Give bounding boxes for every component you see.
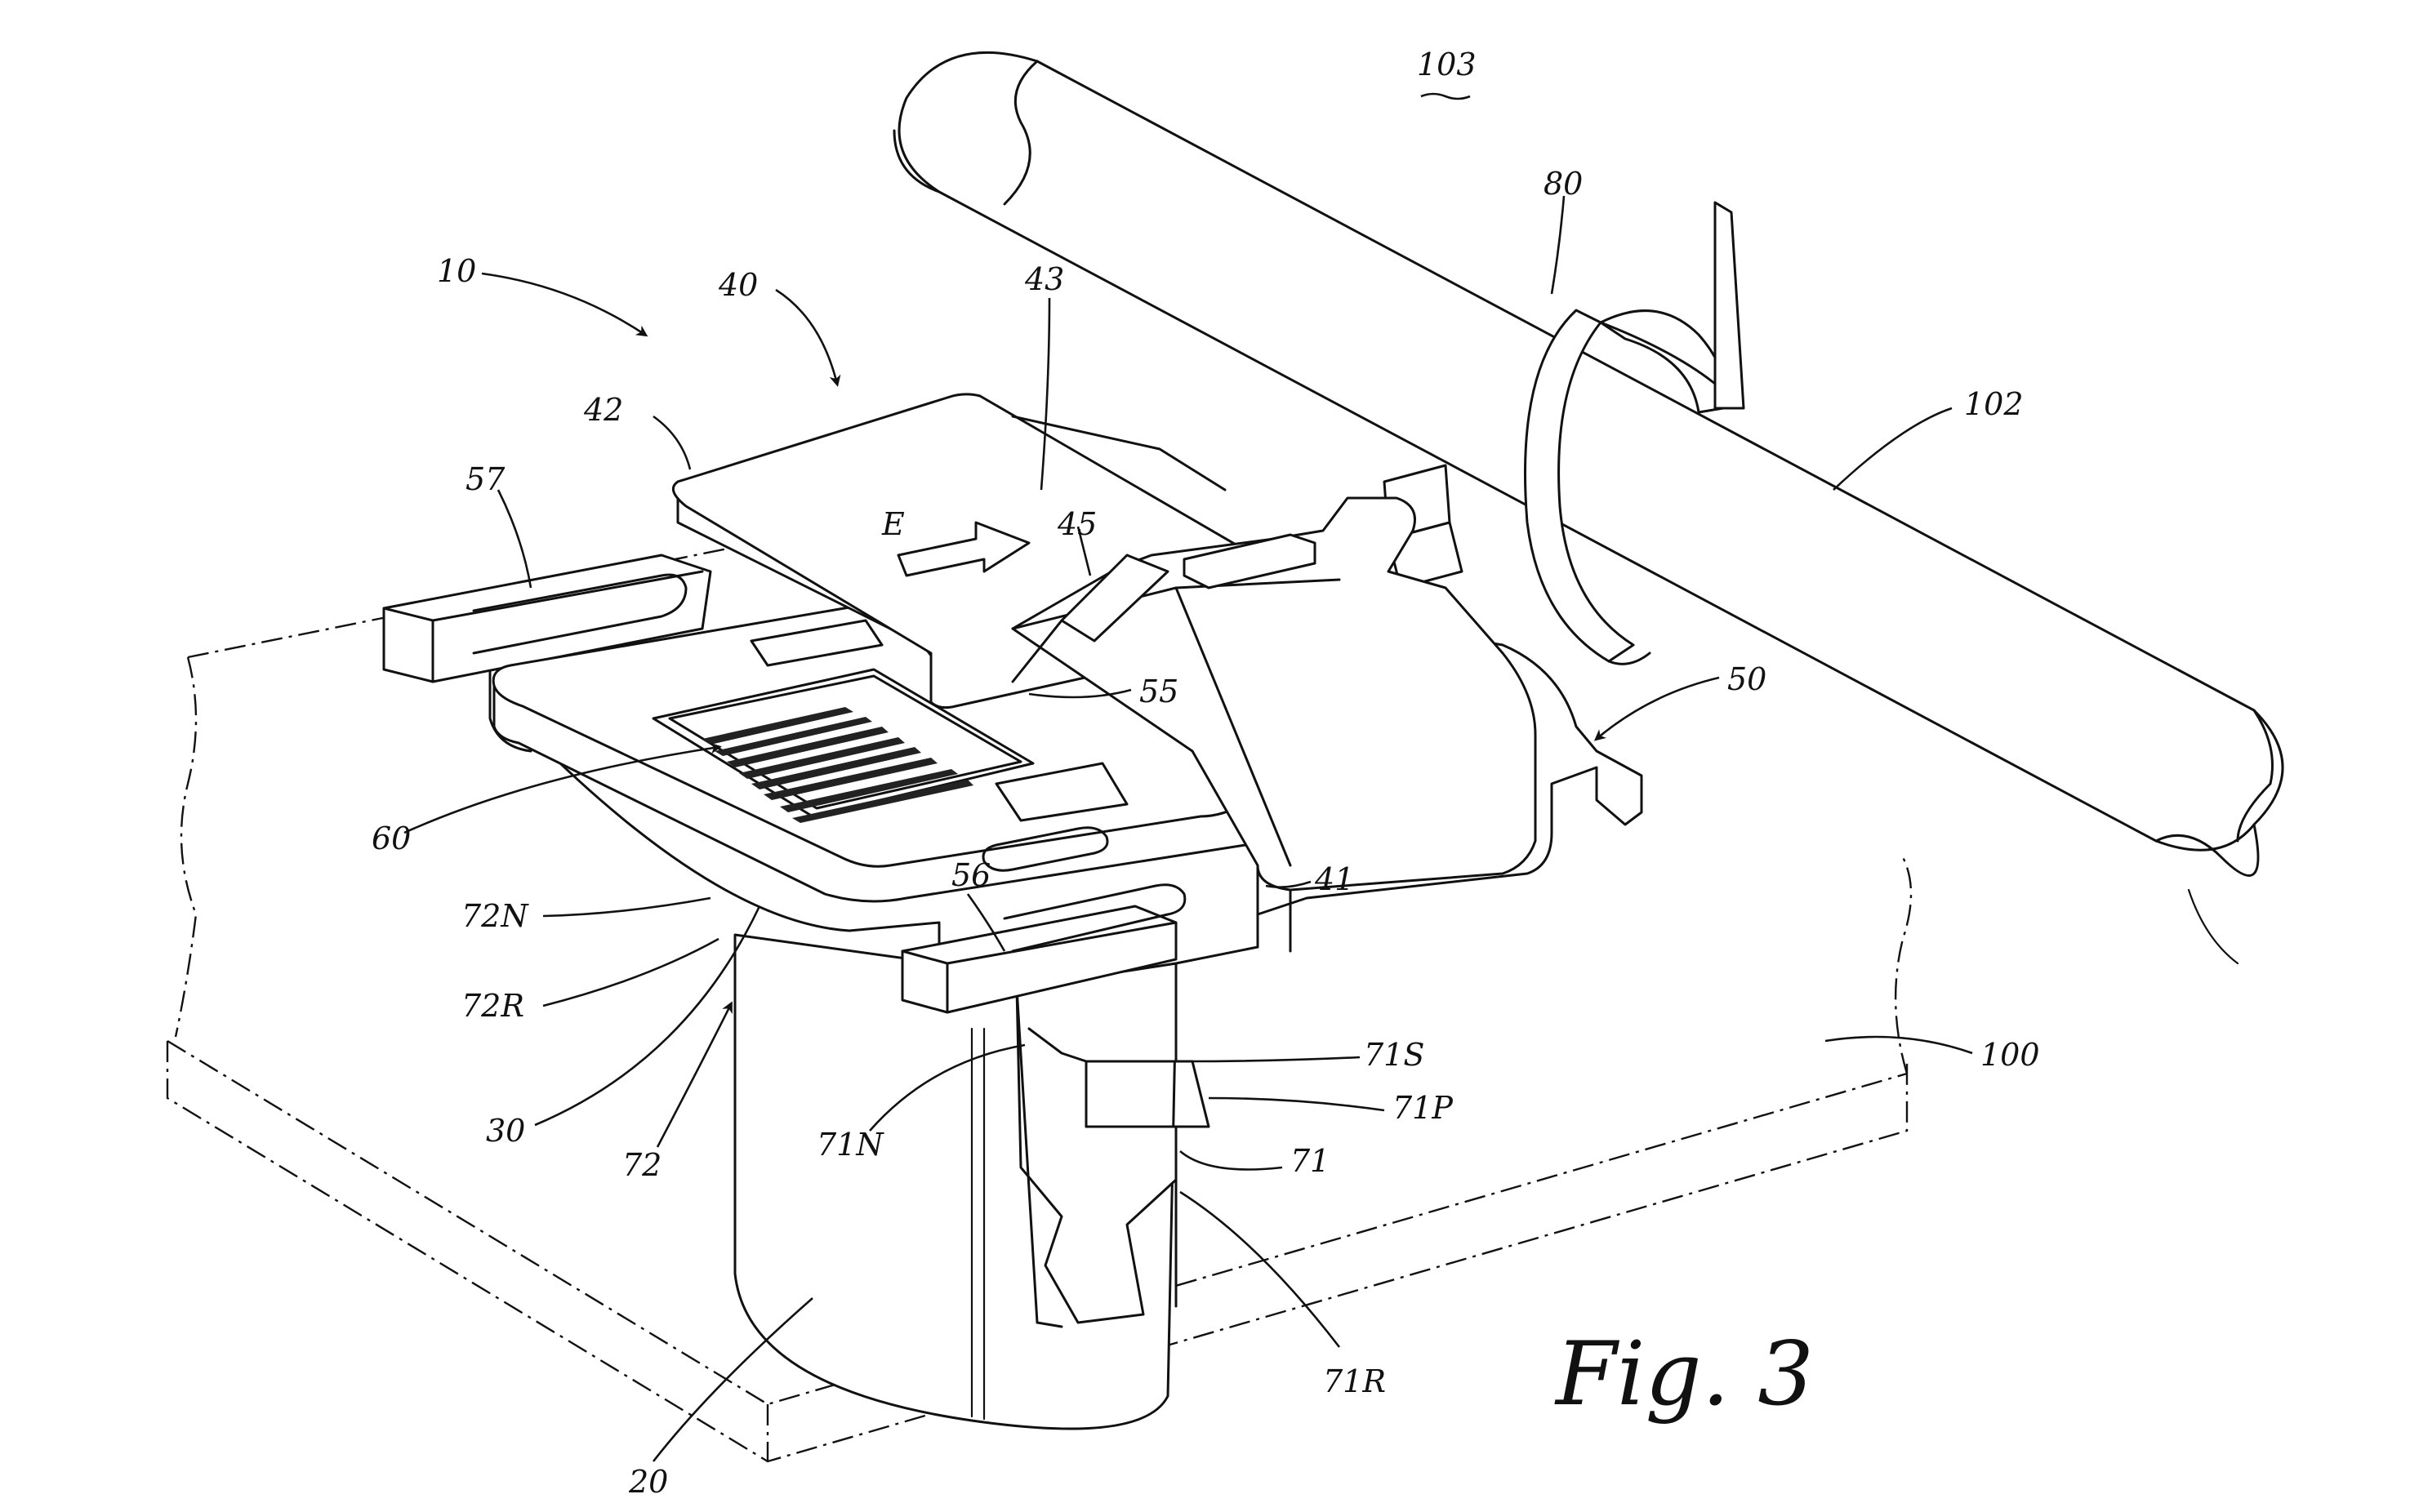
leader-72R	[542, 937, 719, 1007]
label-80: 80	[1544, 166, 1583, 202]
figure-title: Fig. 3	[1554, 1323, 1814, 1425]
latch-71	[1015, 962, 1210, 1328]
label-56: 56	[951, 857, 991, 893]
label-103: 103	[1417, 47, 1477, 82]
leader-57	[497, 489, 532, 589]
leader-50	[1593, 676, 1720, 741]
label-100: 100	[1980, 1037, 2040, 1073]
leader-40	[775, 288, 841, 387]
label-20: 20	[628, 1464, 668, 1500]
label-40: 40	[718, 267, 758, 303]
label-41: 41	[1314, 861, 1354, 897]
label-71R: 71R	[1323, 1363, 1386, 1399]
leader-71P	[1208, 1096, 1385, 1112]
leader-72N	[542, 896, 711, 918]
label-50: 50	[1727, 661, 1766, 697]
label-45: 45	[1057, 506, 1097, 542]
leader-20	[652, 1297, 813, 1462]
leader-45	[1076, 526, 1092, 576]
label-43: 43	[1024, 261, 1064, 297]
label-57: 57	[466, 461, 506, 497]
label-71N: 71N	[817, 1127, 884, 1163]
label-71P: 71P	[1392, 1090, 1454, 1126]
leader-100	[1824, 1035, 1973, 1055]
leader-71S	[1183, 1056, 1361, 1063]
leader-55	[1028, 688, 1132, 699]
label-60: 60	[372, 820, 411, 856]
label-55: 55	[1139, 674, 1178, 709]
label-72N: 72N	[461, 898, 529, 934]
leader-80	[1550, 195, 1566, 295]
leader-71R	[1179, 1190, 1341, 1348]
label-10: 10	[437, 253, 476, 289]
leader-30	[534, 905, 761, 1127]
leader-42	[653, 415, 692, 470]
label-71: 71	[1290, 1143, 1330, 1179]
barcode-60	[702, 707, 973, 823]
label-72R: 72R	[461, 988, 524, 1024]
leader-lines	[403, 92, 1973, 1462]
reference-labels: 103 80 102 10 40 43 42 57 E 45 55 50 60 …	[372, 47, 2040, 1500]
label-72: 72	[622, 1147, 662, 1183]
leader-10	[481, 272, 648, 337]
leader-71	[1179, 1150, 1283, 1171]
label-42: 42	[583, 392, 623, 428]
label-E: E	[881, 506, 905, 542]
label-102: 102	[1964, 386, 2024, 422]
leader-43	[1040, 297, 1051, 491]
leader-41	[1265, 880, 1312, 888]
leader-60	[403, 742, 722, 834]
direction-arrow-e	[897, 521, 1031, 577]
leader-72	[656, 1001, 733, 1148]
leader-56	[966, 893, 1006, 952]
housing-41	[750, 415, 1537, 953]
underline-103	[1420, 92, 1471, 100]
label-71S: 71S	[1364, 1037, 1424, 1073]
leader-102	[1833, 407, 1953, 491]
leader-71N	[869, 1043, 1026, 1132]
label-30: 30	[486, 1113, 525, 1149]
